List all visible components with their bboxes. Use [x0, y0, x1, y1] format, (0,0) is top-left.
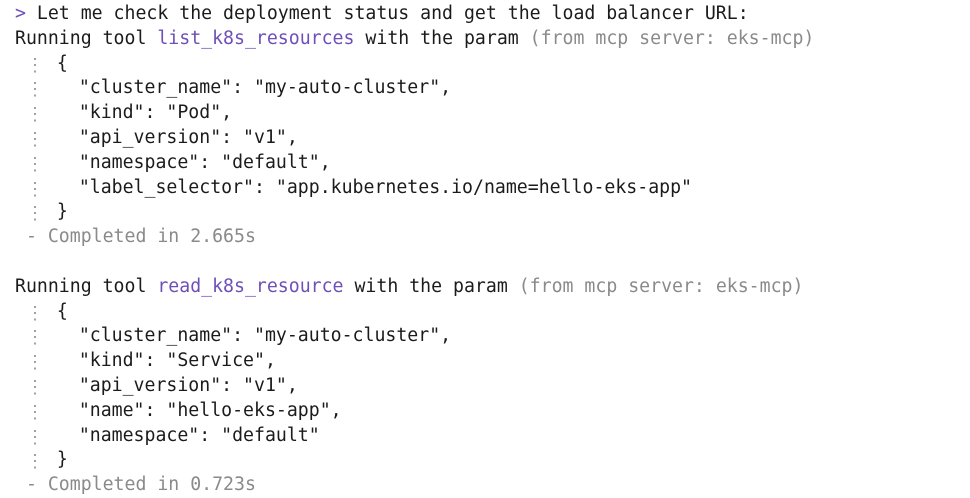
indent-marker: ⋮	[25, 327, 45, 349]
tool-call-prefix: Running tool	[15, 27, 158, 49]
tool-call-block: Running tool list_k8s_resources with the…	[15, 27, 965, 250]
indent-marker: ⋮	[25, 401, 45, 423]
param-line: ⋮ "cluster_name": "my-auto-cluster",	[15, 76, 965, 101]
param-text: "name": "hello-eks-app",	[78, 399, 342, 421]
spacer	[15, 250, 965, 275]
param-text: "namespace": "default"	[78, 424, 320, 446]
indent-marker: ⋮	[25, 178, 45, 200]
param-open-brace: ⋮ {	[15, 300, 965, 325]
param-close-brace: ⋮ }	[15, 200, 965, 225]
param-text: "cluster_name": "my-auto-cluster",	[78, 77, 452, 99]
intro-line: > Let me check the deployment status and…	[15, 2, 965, 27]
param-text: "api_version": "v1",	[78, 374, 298, 396]
tool-call-block: Running tool read_k8s_resource with the …	[15, 275, 965, 498]
param-text: "kind": "Pod",	[78, 102, 233, 124]
param-text: "label_selector": "app.kubernetes.io/nam…	[78, 176, 693, 198]
param-text: "namespace": "default",	[78, 151, 331, 173]
open-brace: {	[56, 300, 68, 322]
param-open-brace: ⋮ {	[15, 52, 965, 77]
param-text: "cluster_name": "my-auto-cluster",	[78, 325, 452, 347]
tool-name: list_k8s_resources	[157, 27, 355, 49]
indent-marker: ⋮	[25, 153, 45, 175]
indent-marker: ⋮	[25, 426, 45, 448]
terminal-output: > Let me check the deployment status and…	[15, 2, 965, 498]
tool-name: read_k8s_resource	[157, 275, 344, 297]
close-brace: }	[56, 449, 68, 471]
param-line: ⋮ "kind": "Service",	[15, 349, 965, 374]
param-text: "kind": "Service",	[78, 350, 276, 372]
completion-status-text: - Completed in 0.723s	[25, 474, 256, 496]
param-line: ⋮ "label_selector": "app.kubernetes.io/n…	[15, 176, 965, 201]
completion-status: - Completed in 0.723s	[15, 473, 965, 498]
indent-marker: ⋮	[25, 128, 45, 150]
param-line: ⋮ "cluster_name": "my-auto-cluster",	[15, 324, 965, 349]
indent-marker: ⋮	[25, 302, 45, 324]
tool-call-header: Running tool list_k8s_resources with the…	[15, 27, 965, 52]
indent-marker: ⋮	[25, 352, 45, 374]
param-line: ⋮ "api_version": "v1",	[15, 126, 965, 151]
open-brace: {	[56, 52, 68, 74]
indent-marker: ⋮	[25, 54, 45, 76]
prompt-symbol: >	[15, 3, 26, 24]
tool-call-middle: with the param	[343, 275, 519, 297]
indent-marker: ⋮	[25, 104, 45, 126]
indent-marker: ⋮	[25, 451, 45, 473]
tool-call-prefix: Running tool	[15, 275, 158, 297]
indent-marker: ⋮	[25, 79, 45, 101]
mcp-server-source: (from mcp server: eks-mcp)	[529, 27, 815, 49]
param-line: ⋮ "namespace": "default"	[15, 424, 965, 449]
param-line: ⋮ "name": "hello-eks-app",	[15, 399, 965, 424]
param-line: ⋮ "kind": "Pod",	[15, 101, 965, 126]
tool-call-header: Running tool read_k8s_resource with the …	[15, 275, 965, 300]
close-brace: }	[56, 201, 68, 223]
indent-marker: ⋮	[25, 203, 45, 225]
param-close-brace: ⋮ }	[15, 448, 965, 473]
param-line: ⋮ "api_version": "v1",	[15, 374, 965, 399]
indent-marker: ⋮	[25, 376, 45, 398]
intro-message: Let me check the deployment status and g…	[36, 3, 749, 24]
param-line: ⋮ "namespace": "default",	[15, 151, 965, 176]
param-text: "api_version": "v1",	[78, 126, 298, 148]
completion-status-text: - Completed in 2.665s	[25, 226, 256, 248]
completion-status: - Completed in 2.665s	[15, 225, 965, 250]
mcp-server-source: (from mcp server: eks-mcp)	[518, 275, 804, 297]
tool-call-middle: with the param	[354, 27, 530, 49]
